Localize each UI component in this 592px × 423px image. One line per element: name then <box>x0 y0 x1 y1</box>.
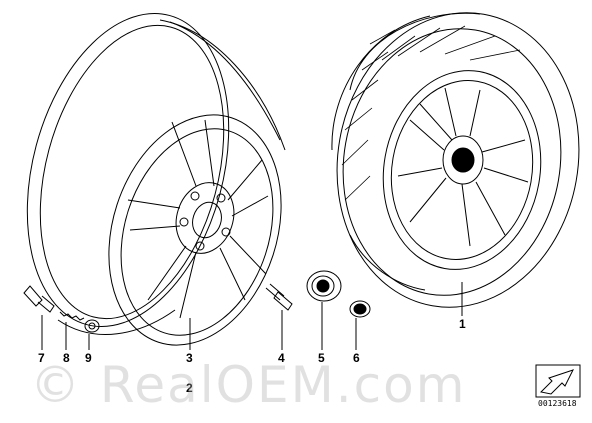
callout-3: 3 <box>186 351 193 365</box>
callout-8: 8 <box>63 351 70 365</box>
diagram-code: 00123618 <box>538 399 577 408</box>
callout-2: 2 <box>186 381 193 395</box>
leader-lines <box>189 282 463 350</box>
valve-drawing <box>23 285 55 350</box>
callout-6: 6 <box>353 351 360 365</box>
hub-cap-drawing <box>306 270 342 350</box>
watermark: © RealOEM.com <box>30 356 467 414</box>
callout-4: 4 <box>278 351 285 365</box>
wheel-bolt-drawing <box>265 283 293 350</box>
callout-5: 5 <box>318 351 325 365</box>
callout-7: 7 <box>38 351 45 365</box>
diagram-arrow-icon <box>535 364 581 398</box>
wheel-with-tyre-drawing <box>331 12 580 308</box>
callout-9: 9 <box>85 351 92 365</box>
alloy-rim-drawing <box>26 13 286 346</box>
valve-spring-drawing <box>59 311 85 350</box>
emblem-drawing <box>349 300 371 350</box>
valve-cap-drawing <box>84 319 100 350</box>
callout-1: 1 <box>459 317 466 331</box>
